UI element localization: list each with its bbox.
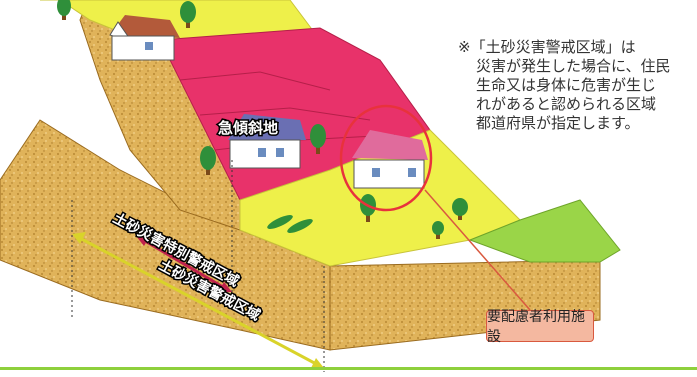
- tree-icon: [452, 198, 468, 220]
- highlight-circle: [339, 104, 433, 212]
- house-icon: [352, 130, 428, 189]
- tree-icon: [57, 0, 71, 20]
- house-icon: [228, 114, 306, 169]
- note-line: 生命又は身体に危害が生じ: [476, 76, 657, 94]
- note-line: ※「土砂災害警戒区域」は: [458, 38, 636, 56]
- divider: [0, 367, 697, 370]
- tree-icon: [180, 1, 196, 28]
- special-zone-arrow: [136, 236, 232, 292]
- note-line: 災害が発生した場合に、住民: [476, 57, 671, 75]
- house-icon: [109, 15, 180, 61]
- tree-icon: [200, 146, 216, 175]
- green-area: [468, 199, 621, 263]
- note-line: れがあると認められる区域: [476, 95, 657, 113]
- note-line: 都道府県が指定します。: [476, 114, 640, 132]
- bush-icon: [267, 215, 313, 233]
- tree-icon: [432, 221, 444, 239]
- warning-zone-note: ※「土砂災害警戒区域」は 災害が発生した場合に、住民 生命又は身体に危害が生じ …: [458, 38, 697, 133]
- steep-slope-label: 急傾斜地: [218, 119, 278, 137]
- callout-pointer: [424, 189, 531, 311]
- facility-callout: 要配慮者利用施設: [486, 309, 594, 345]
- tree-icon: [310, 124, 326, 154]
